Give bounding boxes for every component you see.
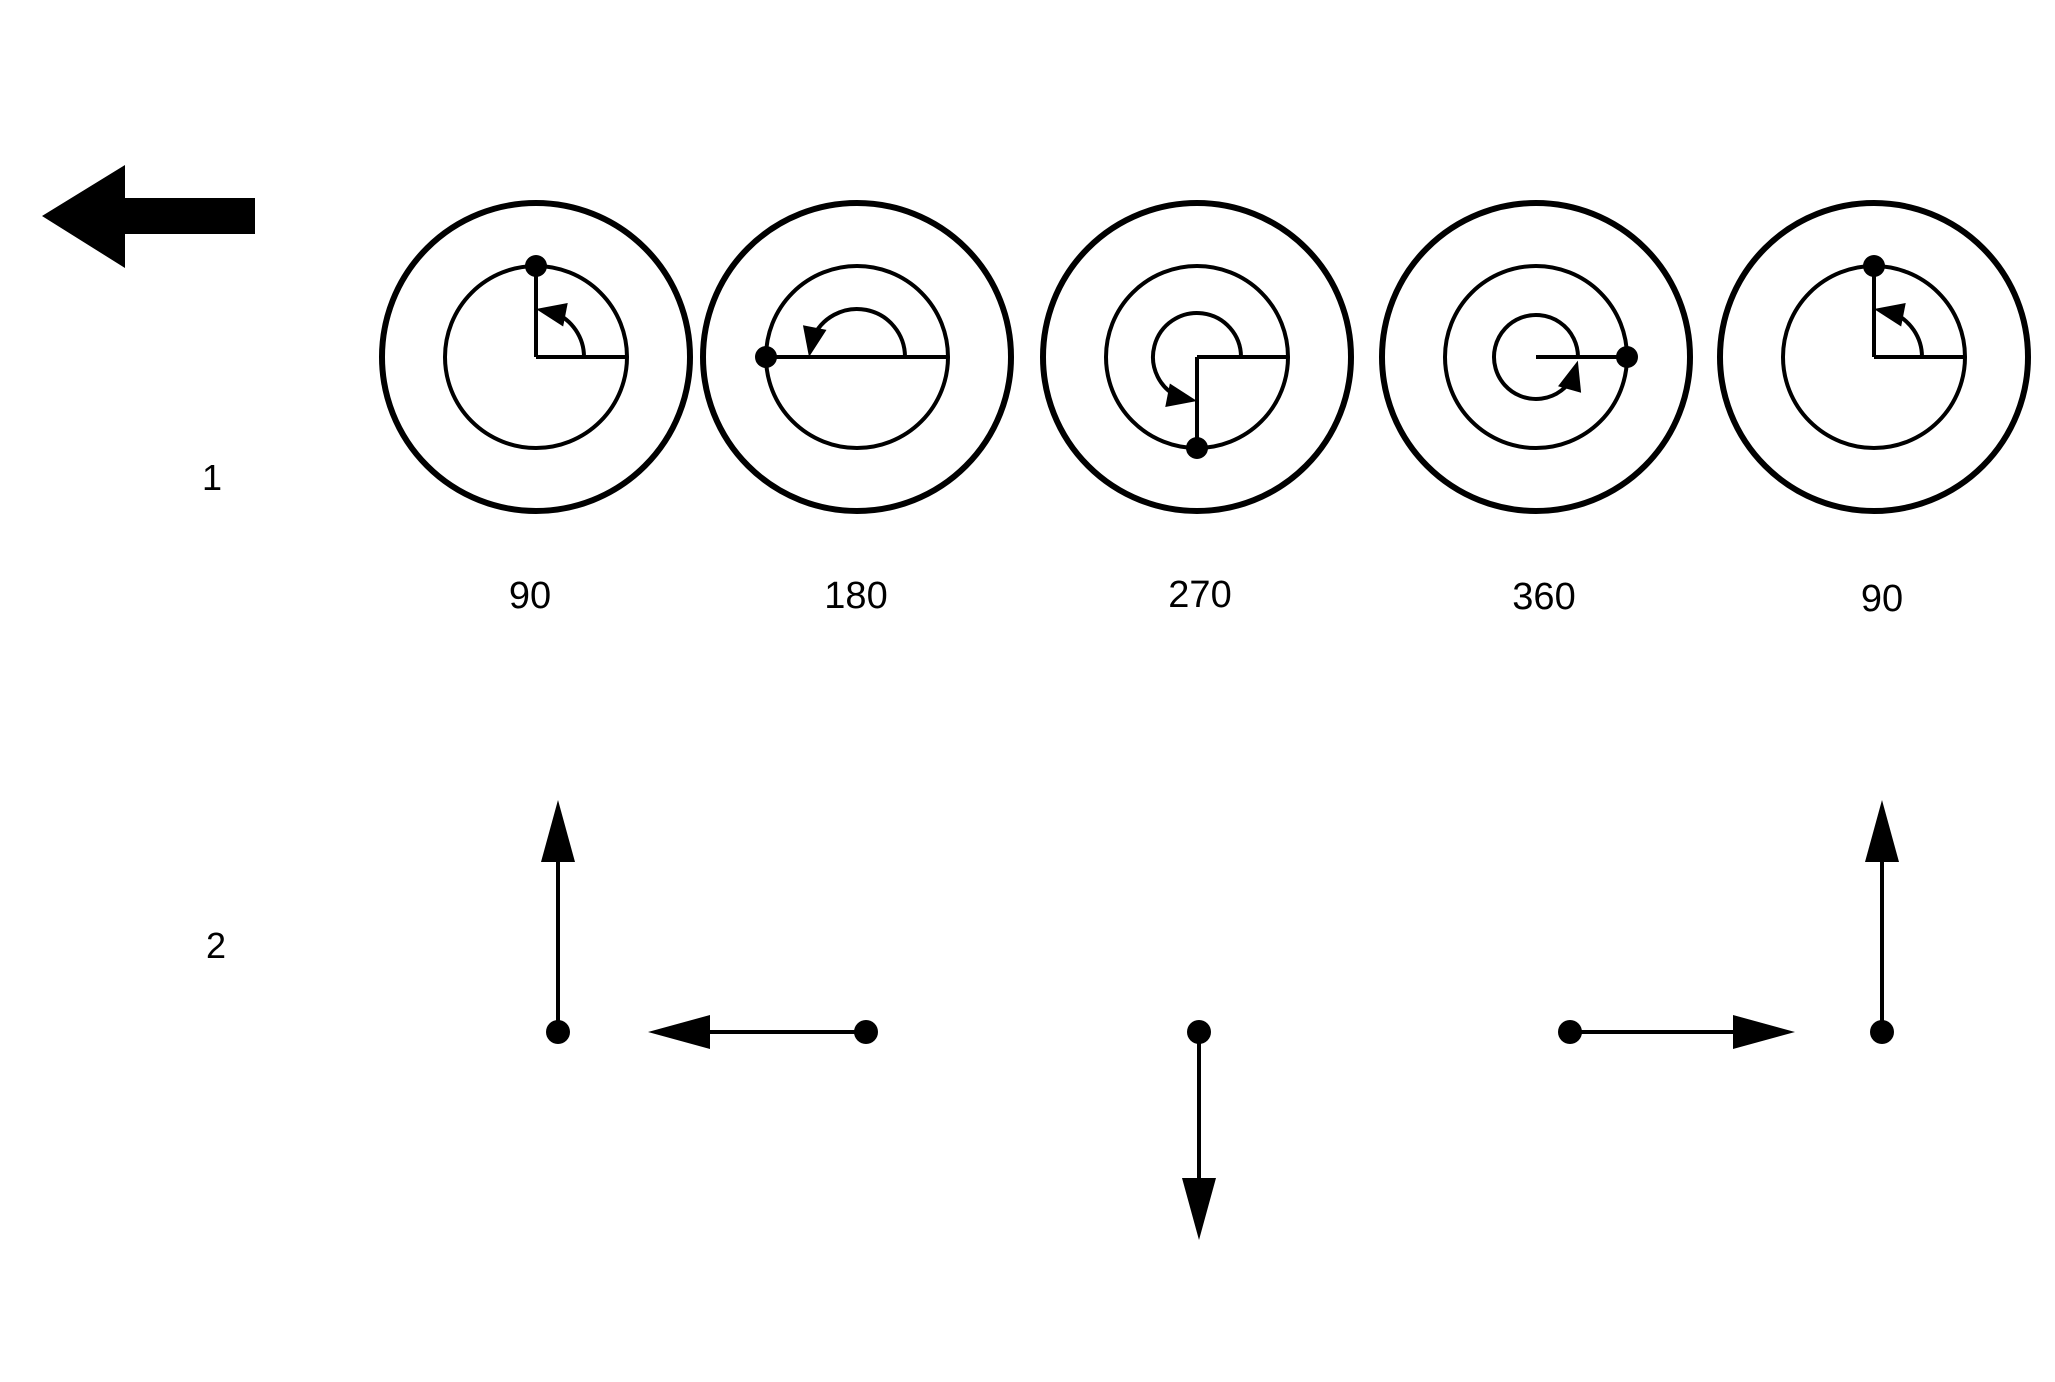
dial-outer-ring bbox=[379, 200, 693, 514]
direction-vectors bbox=[541, 800, 1899, 1240]
vector-arrowhead bbox=[541, 800, 575, 862]
angle-label: 360 bbox=[1512, 576, 1575, 618]
position-dot bbox=[1616, 346, 1638, 368]
angle-label: 90 bbox=[1861, 578, 1903, 620]
vector-arrowhead bbox=[648, 1015, 710, 1049]
position-dot bbox=[755, 346, 777, 368]
position-dot bbox=[1186, 437, 1208, 459]
rotation-dial bbox=[1379, 200, 1693, 514]
rotation-dial bbox=[1040, 200, 1354, 514]
vector-arrowhead bbox=[1182, 1178, 1216, 1240]
angle-labels: 90 180 270 360 90 bbox=[509, 574, 1903, 620]
rotation-arrowhead bbox=[536, 302, 568, 327]
vector-arrowhead bbox=[1733, 1015, 1795, 1049]
row-label-2: 2 bbox=[206, 925, 226, 966]
vector-arrowhead bbox=[1865, 800, 1899, 862]
rotation-dials bbox=[379, 200, 2031, 514]
rotation-dial bbox=[379, 200, 693, 514]
dial-outer-ring bbox=[1040, 200, 1354, 514]
dial-outer-ring bbox=[1717, 200, 2031, 514]
rotation-arrowhead bbox=[1558, 360, 1582, 393]
direction-vector bbox=[648, 1015, 878, 1049]
rotation-arrowhead bbox=[802, 325, 827, 357]
rotation-arc bbox=[1492, 313, 1580, 401]
rotation-arrowhead bbox=[1165, 383, 1197, 408]
rotation-arrowhead bbox=[1874, 302, 1906, 327]
rotation-dial bbox=[1717, 200, 2031, 514]
position-dot bbox=[525, 255, 547, 277]
direction-vector bbox=[1865, 800, 1899, 1044]
arrow-left-icon bbox=[42, 165, 255, 268]
direction-vector bbox=[541, 800, 575, 1044]
direction-vector bbox=[1558, 1015, 1795, 1049]
angle-label: 180 bbox=[824, 575, 887, 617]
row-label-1: 1 bbox=[202, 457, 222, 498]
angle-label: 270 bbox=[1168, 574, 1231, 616]
dial-outer-ring bbox=[1379, 200, 1693, 514]
dial-outer-ring bbox=[700, 200, 1014, 514]
rotation-arc bbox=[1151, 311, 1243, 400]
rotation-dial bbox=[700, 200, 1014, 514]
position-dot bbox=[1863, 255, 1885, 277]
rotation-arc bbox=[810, 307, 907, 358]
angle-label: 90 bbox=[509, 575, 551, 617]
direction-vector bbox=[1182, 1020, 1216, 1240]
